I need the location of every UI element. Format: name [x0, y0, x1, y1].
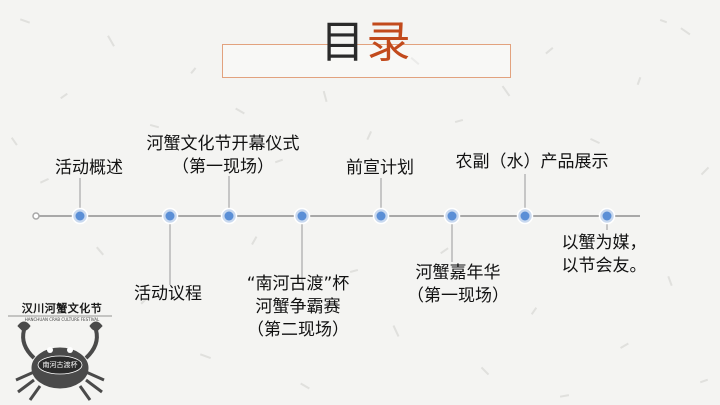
timeline-node — [443, 207, 461, 225]
title-main-char: 目 — [320, 17, 367, 68]
timeline-node — [161, 207, 179, 225]
timeline-node — [598, 207, 616, 225]
title-frame — [222, 44, 511, 78]
agenda-item-label-line: 前宣计划 — [346, 158, 414, 178]
agenda-item-label-line: “南河古渡”杯 — [246, 274, 350, 294]
timeline-node — [220, 207, 238, 225]
agenda-item-label-line: 河蟹文化节开幕仪式 — [146, 134, 300, 154]
page-title: 目录 — [222, 12, 511, 74]
timeline-node — [71, 207, 89, 225]
logo-subtitle: HANCHUAN CRAB CULTURE FESTIVAL — [24, 317, 100, 322]
timeline-node — [293, 207, 311, 225]
timeline-connectors — [79, 174, 608, 285]
agenda-item-label: 前宣计划 — [330, 157, 430, 180]
agenda-item-label-line: 河蟹嘉年华 — [415, 263, 501, 283]
agenda-item-label-line: （第一现场） — [172, 157, 274, 177]
agenda-item-label-line: 以节会友。 — [561, 256, 647, 276]
timeline-nodes — [71, 207, 616, 225]
agenda-item-label: 以蟹为媒， 以节会友。 — [552, 232, 656, 278]
title-accent-char: 录 — [366, 17, 413, 68]
agenda-item-label: 河蟹文化节开幕仪式 （第一现场） — [128, 133, 318, 179]
logo-title: 汉川河蟹文化节 — [21, 302, 103, 315]
agenda-item-label: 活动议程 — [120, 283, 216, 306]
agenda-item-label: 河蟹嘉年华 （第一现场） — [396, 262, 520, 308]
agenda-item-label-line: （第一现场） — [407, 286, 509, 306]
agenda-item-label-line: 以蟹为媒， — [561, 233, 647, 253]
agenda-item-label-line: 活动议程 — [134, 284, 202, 304]
logo-seal-text: 南河古渡杯 — [42, 361, 78, 369]
agenda-item-label: 活动概述 — [44, 157, 134, 180]
timeline-node — [372, 207, 390, 225]
timeline-start-cap — [32, 212, 40, 220]
agenda-item-label: “南河古渡”杯河蟹争霸赛 （第二现场） — [228, 273, 368, 342]
agenda-item-label: 农副（水）产品展示 — [436, 151, 628, 174]
timeline-node — [516, 207, 534, 225]
agenda-item-label-line: 活动概述 — [55, 158, 123, 178]
crab-festival-logo — [8, 315, 112, 401]
agenda-item-label-line: 农副（水）产品展示 — [455, 152, 609, 172]
agenda-item-label-line: （第二现场） — [247, 320, 349, 340]
agenda-item-label-line: 河蟹争霸赛 — [255, 297, 341, 317]
